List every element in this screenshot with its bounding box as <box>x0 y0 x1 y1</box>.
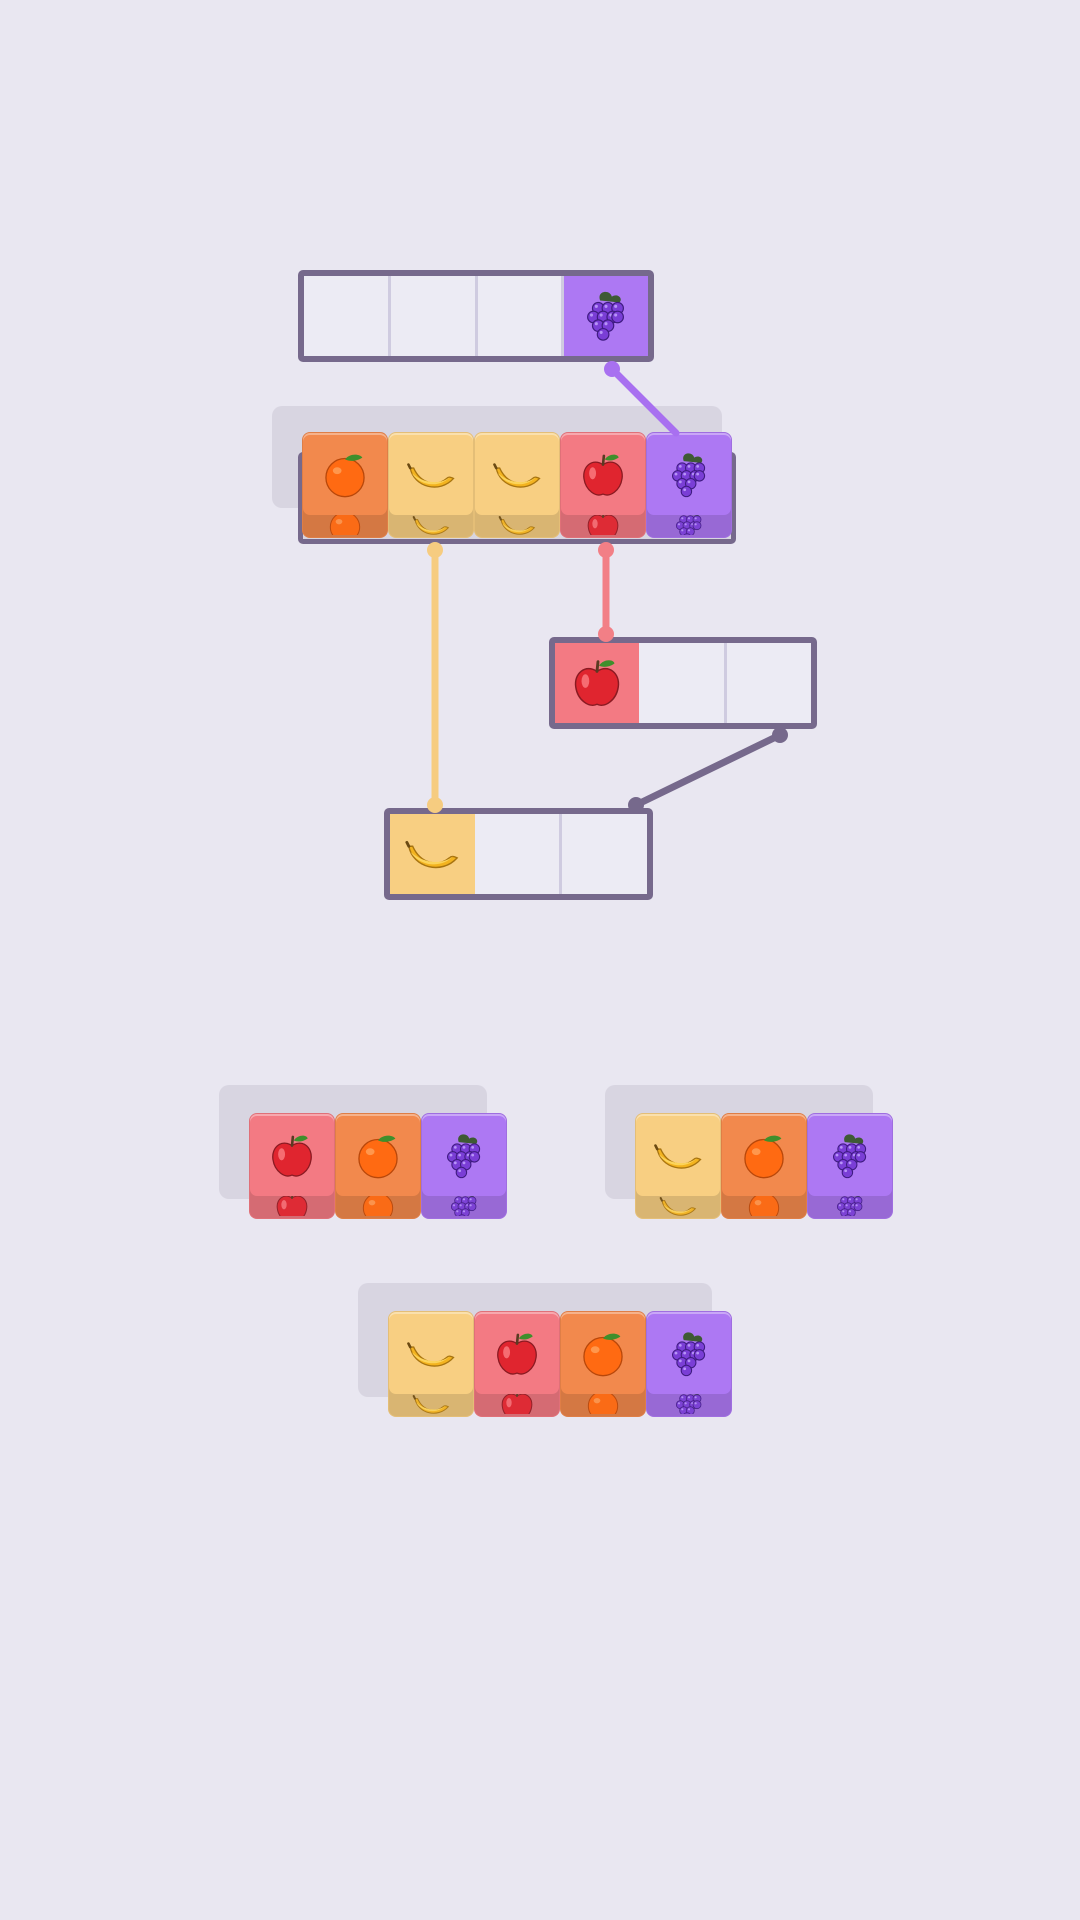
grape-tile[interactable] <box>421 1113 507 1219</box>
grape-icon <box>672 1331 706 1376</box>
orange-icon <box>358 1135 398 1178</box>
empty-slot[interactable] <box>475 814 563 894</box>
apple-icon <box>587 515 619 535</box>
empty-slot[interactable] <box>391 276 478 356</box>
apple-icon <box>501 1394 533 1414</box>
frame-link-knob-top <box>772 727 788 743</box>
empty-slot[interactable] <box>304 276 391 356</box>
slot-frame-bottom[interactable] <box>384 808 653 900</box>
apple-link-knob-top <box>598 542 614 558</box>
banana-icon <box>498 516 536 535</box>
orange-tile[interactable] <box>560 1311 646 1417</box>
apple-icon <box>583 454 623 496</box>
empty-slot[interactable] <box>639 643 727 723</box>
tray-row <box>272 406 736 544</box>
apple-icon <box>276 1196 308 1216</box>
orange-tile[interactable] <box>302 432 388 538</box>
slot-frame-top[interactable] <box>298 270 654 362</box>
grape-icon <box>675 515 702 535</box>
tile-group-bottom[interactable] <box>358 1283 732 1417</box>
orange-icon <box>362 1196 394 1216</box>
frame-link <box>632 731 784 809</box>
grape-icon <box>587 291 625 341</box>
banana-icon <box>654 1143 702 1169</box>
empty-slot[interactable] <box>562 814 647 894</box>
orange-icon <box>325 454 365 497</box>
grape-icon <box>833 1133 867 1178</box>
grape-icon <box>836 1196 863 1216</box>
grape-link-knob <box>604 361 620 377</box>
grape-icon <box>447 1133 481 1178</box>
orange-icon <box>587 1394 619 1414</box>
grape-tile[interactable] <box>807 1113 893 1219</box>
banana-icon <box>659 1197 697 1216</box>
grape-slot[interactable] <box>564 276 648 356</box>
apple-icon <box>497 1333 537 1375</box>
banana-tile[interactable] <box>474 432 560 538</box>
orange-tile[interactable] <box>335 1113 421 1219</box>
grape-tile[interactable] <box>646 432 732 538</box>
orange-tile[interactable] <box>721 1113 807 1219</box>
banana-slot[interactable] <box>390 814 475 894</box>
apple-tile[interactable] <box>474 1311 560 1417</box>
orange-icon <box>744 1135 784 1178</box>
grape-tile[interactable] <box>646 1311 732 1417</box>
grape-icon <box>675 1394 702 1414</box>
apple-icon <box>272 1135 312 1177</box>
apple-tile[interactable] <box>249 1113 335 1219</box>
banana-icon <box>412 516 450 535</box>
banana-link-knob-top <box>427 542 443 558</box>
apple-tile[interactable] <box>560 432 646 538</box>
banana-tile[interactable] <box>388 432 474 538</box>
banana-tile[interactable] <box>388 1311 474 1417</box>
tile-group-right[interactable] <box>605 1085 893 1219</box>
banana-icon <box>407 1341 455 1367</box>
banana-icon <box>407 462 455 488</box>
apple-slot[interactable] <box>555 643 640 723</box>
grape-icon <box>672 452 706 497</box>
banana-icon <box>405 840 459 869</box>
banana-icon <box>412 1395 450 1414</box>
empty-slot[interactable] <box>727 643 811 723</box>
tile-group-left[interactable] <box>219 1085 507 1219</box>
orange-icon <box>329 515 361 535</box>
slot-frame-middle[interactable] <box>549 637 817 729</box>
grape-icon <box>450 1196 477 1216</box>
banana-icon <box>493 462 541 488</box>
orange-icon <box>583 1333 623 1376</box>
apple-icon <box>575 660 620 706</box>
orange-icon <box>748 1196 780 1216</box>
empty-slot[interactable] <box>478 276 565 356</box>
banana-tile[interactable] <box>635 1113 721 1219</box>
